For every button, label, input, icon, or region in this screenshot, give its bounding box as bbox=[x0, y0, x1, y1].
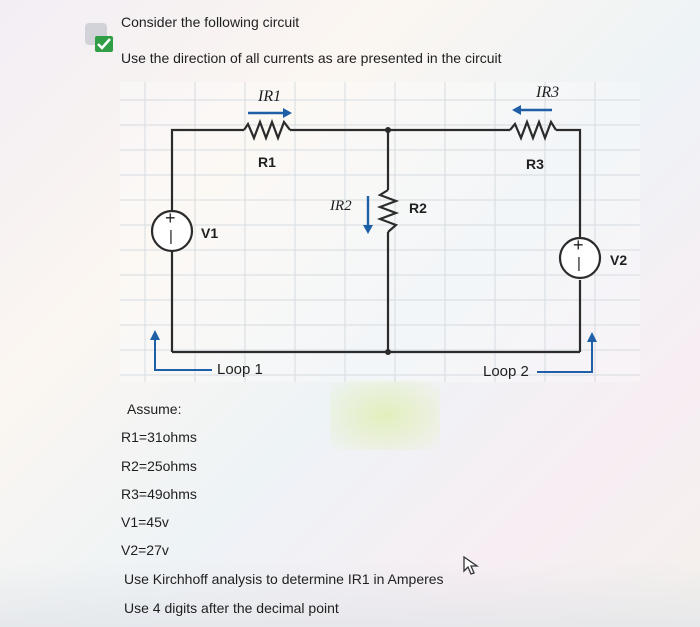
loop1-arrowhead bbox=[150, 330, 160, 340]
given-r2: R2=25ohms bbox=[121, 458, 197, 474]
ir2-label: IR2 bbox=[330, 198, 352, 214]
source-v1-circle bbox=[150, 209, 194, 253]
v1-label: V1 bbox=[201, 225, 219, 241]
given-v2: V2=27v bbox=[121, 542, 169, 558]
ir2-arrowhead bbox=[363, 225, 373, 234]
assume-heading: Assume: bbox=[127, 401, 182, 417]
grid-background bbox=[120, 82, 640, 382]
wire-top-right bbox=[556, 128, 582, 237]
wire-left-top bbox=[170, 128, 244, 210]
resistor-r1-zigzag bbox=[243, 118, 291, 142]
loop1-arrow bbox=[154, 338, 212, 371]
v1-plus: + bbox=[165, 208, 176, 228]
r3-label: R3 bbox=[526, 156, 544, 172]
bottom-shadow bbox=[0, 560, 700, 627]
loop1-label: Loop 1 bbox=[217, 361, 263, 378]
question-line-1: Consider the following circuit bbox=[121, 14, 300, 30]
loop2-label: Loop 2 bbox=[483, 363, 529, 380]
v2-plus: + bbox=[573, 235, 584, 255]
junction-top bbox=[385, 127, 391, 133]
r2-label: R2 bbox=[409, 200, 427, 216]
task-instruction: Use Kirchhoff analysis to determine IR1 … bbox=[124, 571, 444, 587]
question-line-2: Use the direction of all currents as are… bbox=[121, 50, 502, 66]
resistor-r3-zigzag bbox=[509, 118, 557, 142]
ir3-label: IR3 bbox=[536, 84, 560, 101]
cursor-icon bbox=[462, 555, 482, 582]
given-r3: R3=49ohms bbox=[121, 486, 197, 502]
checkmark-icon[interactable] bbox=[84, 22, 116, 54]
loop2-arrow bbox=[537, 340, 593, 373]
resistor-r2-zigzag bbox=[376, 189, 400, 233]
precision-instruction: Use 4 digits after the decimal point bbox=[124, 600, 339, 616]
ir1-arrowhead bbox=[283, 108, 292, 118]
given-r1: R1=31ohms bbox=[121, 429, 197, 445]
junction-bottom bbox=[385, 349, 391, 355]
given-v1: V1=45v bbox=[121, 514, 169, 530]
source-v2-circle bbox=[558, 236, 602, 280]
v2-label: V2 bbox=[610, 252, 628, 268]
v1-minus: | bbox=[169, 228, 173, 245]
light-reflection bbox=[330, 380, 440, 450]
ir3-arrowhead bbox=[512, 105, 521, 115]
loop2-arrowhead bbox=[587, 332, 597, 342]
ir1-label: IR1 bbox=[258, 88, 282, 105]
r1-label: R1 bbox=[258, 154, 276, 170]
v2-minus: | bbox=[577, 255, 581, 272]
